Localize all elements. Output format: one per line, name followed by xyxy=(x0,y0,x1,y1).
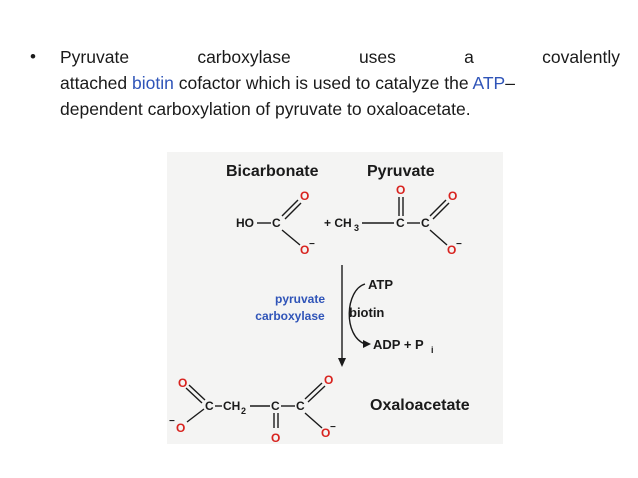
double-bond xyxy=(188,384,206,401)
pyruvate-heading: Pyruvate xyxy=(367,163,435,180)
word: covalently xyxy=(542,47,620,67)
negative-charge: − xyxy=(309,239,315,250)
oxygen-label: O xyxy=(448,189,457,203)
reaction-diagram: Bicarbonate Pyruvate HO C O O − + CH 3 C… xyxy=(169,163,470,444)
arrow-head xyxy=(363,340,371,348)
bond xyxy=(429,229,448,246)
oxygen-label: O xyxy=(178,376,187,390)
oxygen-anion-label: O xyxy=(300,243,309,257)
bullet-line-3: dependent carboxylation of pyruvate to o… xyxy=(60,99,471,119)
carbon-label: C xyxy=(205,399,214,413)
carbon-label: C xyxy=(271,399,280,413)
double-bond xyxy=(281,199,299,217)
word: a xyxy=(464,47,474,67)
oxygen-label: O xyxy=(271,431,280,444)
double-bond xyxy=(185,387,203,404)
word: carboxylase xyxy=(197,47,291,67)
biotin-highlight: biotin xyxy=(132,73,174,93)
atp-label: ATP xyxy=(368,277,393,292)
bullet-line-1: Pyruvate carboxylase uses a covalently xyxy=(60,44,620,70)
arrow-head xyxy=(338,358,346,367)
reaction-scheme: Bicarbonate Pyruvate HO C O O − + CH 3 C… xyxy=(167,152,503,444)
carbon-label: C xyxy=(421,216,430,230)
oxaloacetate-label: Oxaloacetate xyxy=(370,397,470,414)
negative-charge: − xyxy=(456,239,462,250)
word: uses xyxy=(358,47,396,67)
text-fragment: cofactor which is used to catalyze the xyxy=(173,73,473,93)
negative-charge: − xyxy=(330,422,336,433)
negative-charge: − xyxy=(169,416,175,427)
word: Pyruvate xyxy=(60,47,130,67)
plus-ch3-label: + CH xyxy=(324,216,352,230)
bullet-line-2: attached biotin cofactor which is used t… xyxy=(60,70,620,96)
double-bond xyxy=(284,202,302,220)
bullet-dot: • xyxy=(30,47,36,66)
text-fragment: – xyxy=(505,73,515,93)
oxygen-label: O xyxy=(396,183,405,197)
bullet-text: • Pyruvate carboxylase uses a covalently… xyxy=(30,44,620,122)
cofactor-curve xyxy=(348,283,366,345)
enzyme-label-line2: carboxylase xyxy=(255,309,325,323)
text-fragment: attached xyxy=(60,73,132,93)
oxygen-anion-label: O xyxy=(321,426,330,440)
double-bond xyxy=(432,202,450,220)
double-bond xyxy=(429,199,447,217)
bicarbonate-heading: Bicarbonate xyxy=(226,163,319,180)
adp-pi-label: ADP + P xyxy=(373,337,424,352)
oxygen-anion-label: O xyxy=(176,421,185,435)
carbon-label: C xyxy=(296,399,305,413)
bond xyxy=(304,412,323,429)
subscript-3: 3 xyxy=(354,223,359,233)
carbon-label: C xyxy=(396,216,405,230)
bullet-lines: Pyruvate carboxylase uses a covalently a… xyxy=(60,44,620,122)
subscript-2: 2 xyxy=(241,406,246,416)
ch2-label: CH xyxy=(223,399,240,413)
biotin-label: biotin xyxy=(349,305,384,320)
carbon-label: C xyxy=(272,216,281,230)
double-bond xyxy=(304,382,323,400)
ho-label: HO xyxy=(236,216,254,230)
subscript-i: i xyxy=(431,345,434,355)
oxygen-label: O xyxy=(324,373,333,387)
bond xyxy=(281,229,301,246)
oxygen-anion-label: O xyxy=(447,243,456,257)
bond xyxy=(186,408,205,423)
atp-highlight: ATP xyxy=(472,73,506,93)
oxygen-label: O xyxy=(300,189,309,203)
double-bond xyxy=(307,385,326,403)
enzyme-label-line1: pyruvate xyxy=(275,292,325,306)
